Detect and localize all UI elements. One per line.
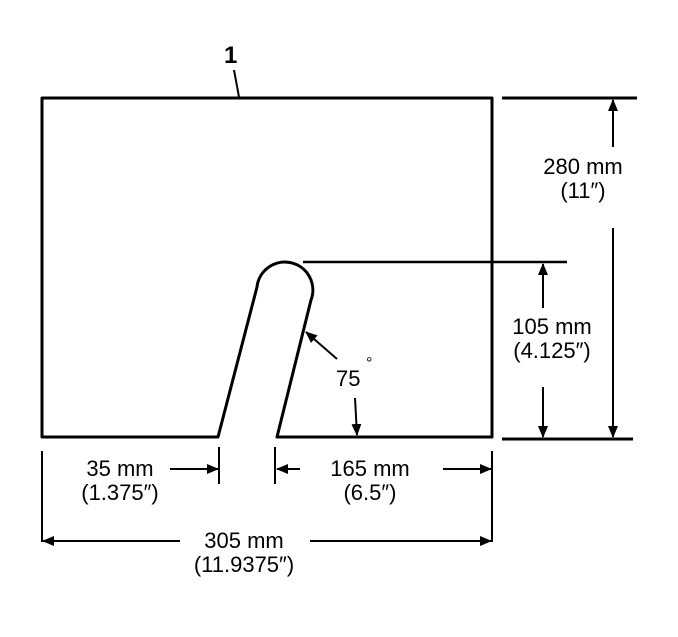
degree-symbol: ° xyxy=(366,355,373,372)
width-imperial: (11.9375″) xyxy=(193,552,295,577)
angle-value: 75 xyxy=(336,366,361,391)
width-dim-label: 305 mm (11.9375″) xyxy=(176,529,312,577)
part-callout-number: 1 xyxy=(224,42,238,69)
left-offset-dim-label: 35 mm (1.375″) xyxy=(70,457,170,505)
left-offset-metric: 35 mm xyxy=(86,456,154,481)
slot-height-metric: 105 mm xyxy=(512,314,592,339)
angle-arrow-slot xyxy=(305,331,338,360)
height-imperial: (11″) xyxy=(560,178,606,203)
height-dim-label: 280 mm (11″) xyxy=(527,155,639,203)
callout-leader xyxy=(233,69,240,98)
right-offset-imperial: (6.5″) xyxy=(343,480,397,505)
width-metric: 305 mm xyxy=(204,528,284,553)
right-offset-metric: 165 mm xyxy=(330,456,410,481)
right-offset-dim-label: 165 mm (6.5″) xyxy=(300,457,440,505)
left-offset-imperial: (1.375″) xyxy=(81,480,159,505)
angle-arrow-base xyxy=(351,397,362,436)
part-outline xyxy=(40,96,494,439)
slot-height-imperial: (4.125″) xyxy=(513,338,591,363)
height-metric: 280 mm xyxy=(543,154,623,179)
slot-height-dim-label: 105 mm (4.125″) xyxy=(497,315,607,363)
